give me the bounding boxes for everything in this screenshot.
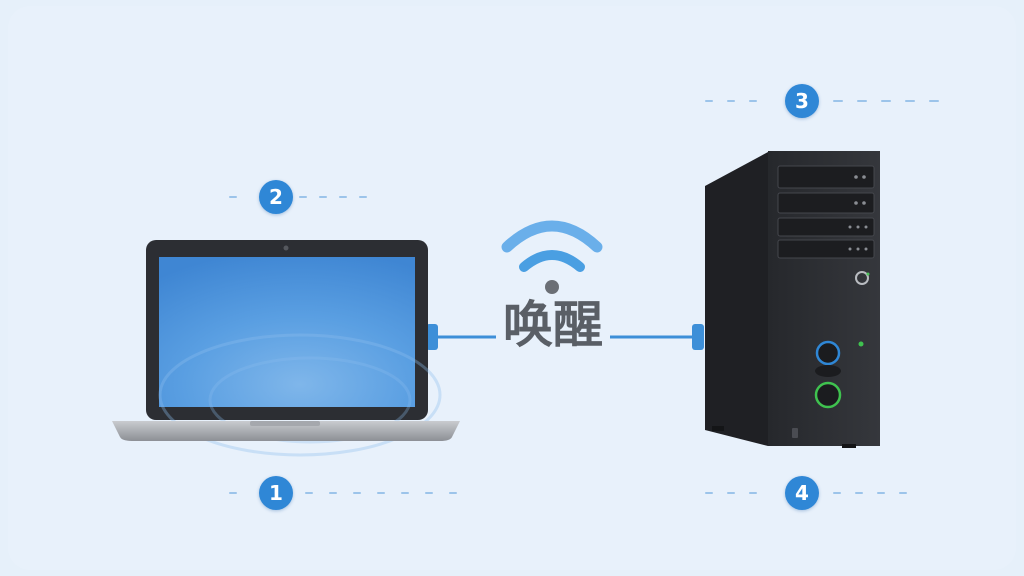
wake-label: 唤醒 xyxy=(503,296,603,354)
tower-top-button xyxy=(855,271,869,285)
tower-side-panel xyxy=(705,152,768,446)
wifi-signal-icon xyxy=(501,220,603,294)
callout-1: 1 xyxy=(259,476,293,510)
callout-4: 4 xyxy=(785,476,819,510)
tower-foot-left xyxy=(712,426,724,431)
callout-2: 2 xyxy=(259,180,293,214)
laptop-trackpad-notch xyxy=(250,421,320,426)
tower-reset-button xyxy=(815,340,841,366)
laptop-icon xyxy=(112,240,460,457)
drive-bay-2 xyxy=(777,192,875,214)
drive-bay-1 xyxy=(777,165,875,189)
network-cable xyxy=(426,324,704,350)
laptop-camera xyxy=(283,245,289,251)
desktop-tower-icon xyxy=(705,151,880,448)
tower-power-button xyxy=(814,381,842,409)
callout-3: 3 xyxy=(785,84,819,118)
tower-led xyxy=(858,341,864,347)
leader-lines xyxy=(229,100,945,494)
tower-port-connector xyxy=(692,324,704,350)
laptop-base xyxy=(112,421,460,441)
drive-bay-3 xyxy=(777,217,875,237)
tower-foot-right xyxy=(842,444,856,448)
drive-bay-4 xyxy=(777,239,875,259)
laptop-port-connector xyxy=(426,324,438,350)
laptop-screen xyxy=(159,257,415,407)
